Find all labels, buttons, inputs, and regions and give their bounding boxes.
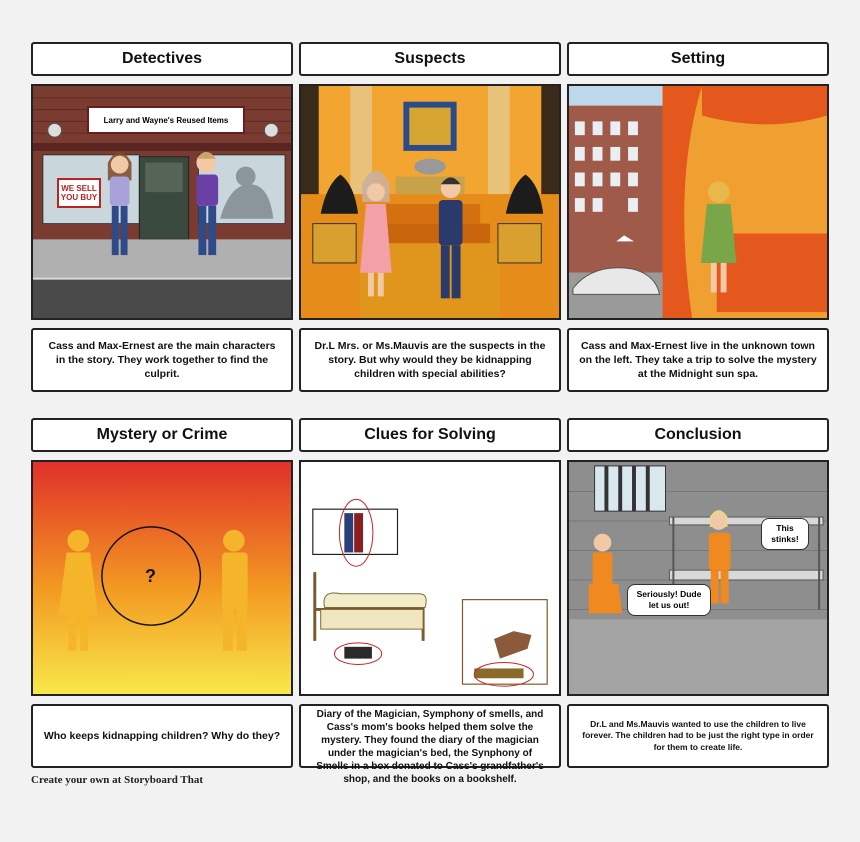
speech-bubble-left: Seriously! Dude let us out! <box>627 584 711 617</box>
panel-title-conclusion: Conclusion <box>567 418 829 452</box>
mystery-question-mark: ? <box>145 566 156 586</box>
panel-title-suspects: Suspects <box>299 42 561 76</box>
panel-caption-setting: Cass and Max-Ernest live in the unknown … <box>567 328 829 392</box>
panel-caption-suspects: Dr.L Mrs. or Ms.Mauvis are the suspects … <box>299 328 561 392</box>
panel-caption-mystery: Who keeps kidnapping children? Why do th… <box>31 704 293 768</box>
scene-suspects <box>299 84 561 320</box>
scene-mystery: ? <box>31 460 293 696</box>
scene-clues <box>299 460 561 696</box>
panel-caption-detectives: Cass and Max-Ernest are the main charact… <box>31 328 293 392</box>
scene-conclusion: Seriously! Dude let us out! This stinks! <box>567 460 829 696</box>
scene-detectives: Larry and Wayne's Reused Items WE SELL Y… <box>31 84 293 320</box>
panel-caption-clues: Diary of the Magician, Symphony of smell… <box>299 704 561 785</box>
panel-title-setting: Setting <box>567 42 829 76</box>
window-sign: WE SELL YOU BUY <box>57 178 101 208</box>
store-sign: Larry and Wayne's Reused Items <box>87 106 245 134</box>
panel-title-mystery: Mystery or Crime <box>31 418 293 452</box>
panel-caption-conclusion: Dr.L and Ms.Mauvis wanted to use the chi… <box>567 704 829 768</box>
speech-bubble-right: This stinks! <box>761 518 809 551</box>
scene-setting <box>567 84 829 320</box>
panel-title-detectives: Detectives <box>31 42 293 76</box>
panel-title-clues: Clues for Solving <box>299 418 561 452</box>
storyboard-footer-link[interactable]: Create your own at Storyboard That <box>31 774 204 786</box>
